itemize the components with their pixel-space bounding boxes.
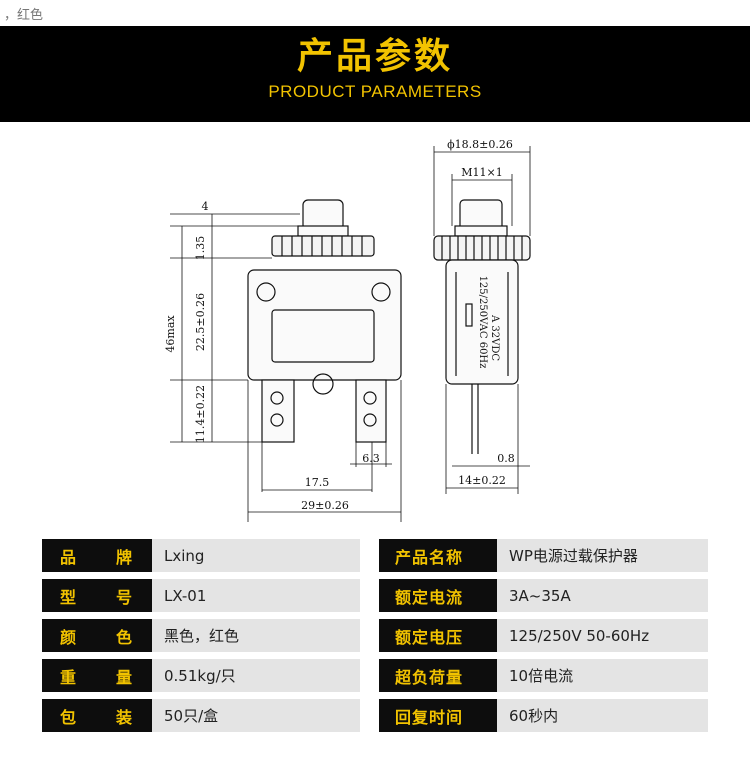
side-dimension-lines <box>433 146 531 494</box>
spec-value-left: 黑色，红色 <box>152 619 360 652</box>
spec-value-right: 3A~35A <box>497 579 708 612</box>
spec-label-left: 颜色 <box>42 619 152 652</box>
spec-label-right: 额定电压 <box>379 619 497 652</box>
dim-total: 46max <box>164 315 177 353</box>
dim-thread: M11×1 <box>461 166 502 179</box>
page-header: 产品参数 PRODUCT PARAMETERS <box>0 26 750 122</box>
page-subtitle: PRODUCT PARAMETERS <box>268 82 482 101</box>
spec-label-right: 额定电流 <box>379 579 497 612</box>
rating-line-2: A 32VDC <box>489 314 500 361</box>
spec-value-right: 60秒内 <box>497 699 708 732</box>
spec-row: 品牌 Lxing 产品名称 WP电源过载保护器 <box>42 539 708 572</box>
spec-row: 包装 50只/盒 回复时间 60秒内 <box>42 699 708 732</box>
spec-value-right: 125/250V 50-60Hz <box>497 619 708 652</box>
spec-label-right: 产品名称 <box>379 539 497 572</box>
dim-175: 17.5 <box>305 476 330 489</box>
spec-value-left: LX-01 <box>152 579 360 612</box>
front-dimension-lines <box>170 213 402 522</box>
spec-label-left: 包装 <box>42 699 152 732</box>
spec-row: 型号 LX-01 额定电流 3A~35A <box>42 579 708 612</box>
spec-row: 重量 0.51kg/只 超负荷量 10倍电流 <box>42 659 708 692</box>
side-view <box>433 199 531 454</box>
front-view <box>247 199 402 443</box>
spec-label-left: 型号 <box>42 579 152 612</box>
spec-row: 颜色 黑色，红色 额定电压 125/250V 50-60Hz <box>42 619 708 652</box>
page-title: 产品参数 <box>296 36 453 77</box>
spec-label-right: 超负荷量 <box>379 659 497 692</box>
dim-diameter: ϕ18.8±0.26 <box>447 138 513 151</box>
spec-table: 品牌 Lxing 产品名称 WP电源过载保护器 型号 LX-01 额定电流 3A… <box>42 539 708 739</box>
spec-value-left: 0.51kg/只 <box>152 659 360 692</box>
corner-note: ，红色 <box>4 8 44 23</box>
technical-drawing: 4 1.35 22.5±0.26 46max 11.4±0.22 6.3 17.… <box>164 138 531 522</box>
dim-terminal: 11.4±0.22 <box>194 385 207 443</box>
dim-08: 0.8 <box>497 452 515 465</box>
spec-value-left: 50只/盒 <box>152 699 360 732</box>
rating-line-1: 125/250VAC 60Hz <box>477 276 488 369</box>
spec-label-right: 回复时间 <box>379 699 497 732</box>
dim-135: 1.35 <box>194 236 207 261</box>
spec-value-right: 10倍电流 <box>497 659 708 692</box>
spec-value-right: WP电源过载保护器 <box>497 539 708 572</box>
spec-label-left: 品牌 <box>42 539 152 572</box>
dim-63: 6.3 <box>362 452 380 465</box>
dim-body: 22.5±0.26 <box>194 293 207 351</box>
dim-top: 4 <box>202 200 209 213</box>
spec-value-left: Lxing <box>152 539 360 572</box>
dim-side-width: 14±0.22 <box>458 474 506 487</box>
spec-label-left: 重量 <box>42 659 152 692</box>
dim-width: 29±0.26 <box>301 499 349 512</box>
